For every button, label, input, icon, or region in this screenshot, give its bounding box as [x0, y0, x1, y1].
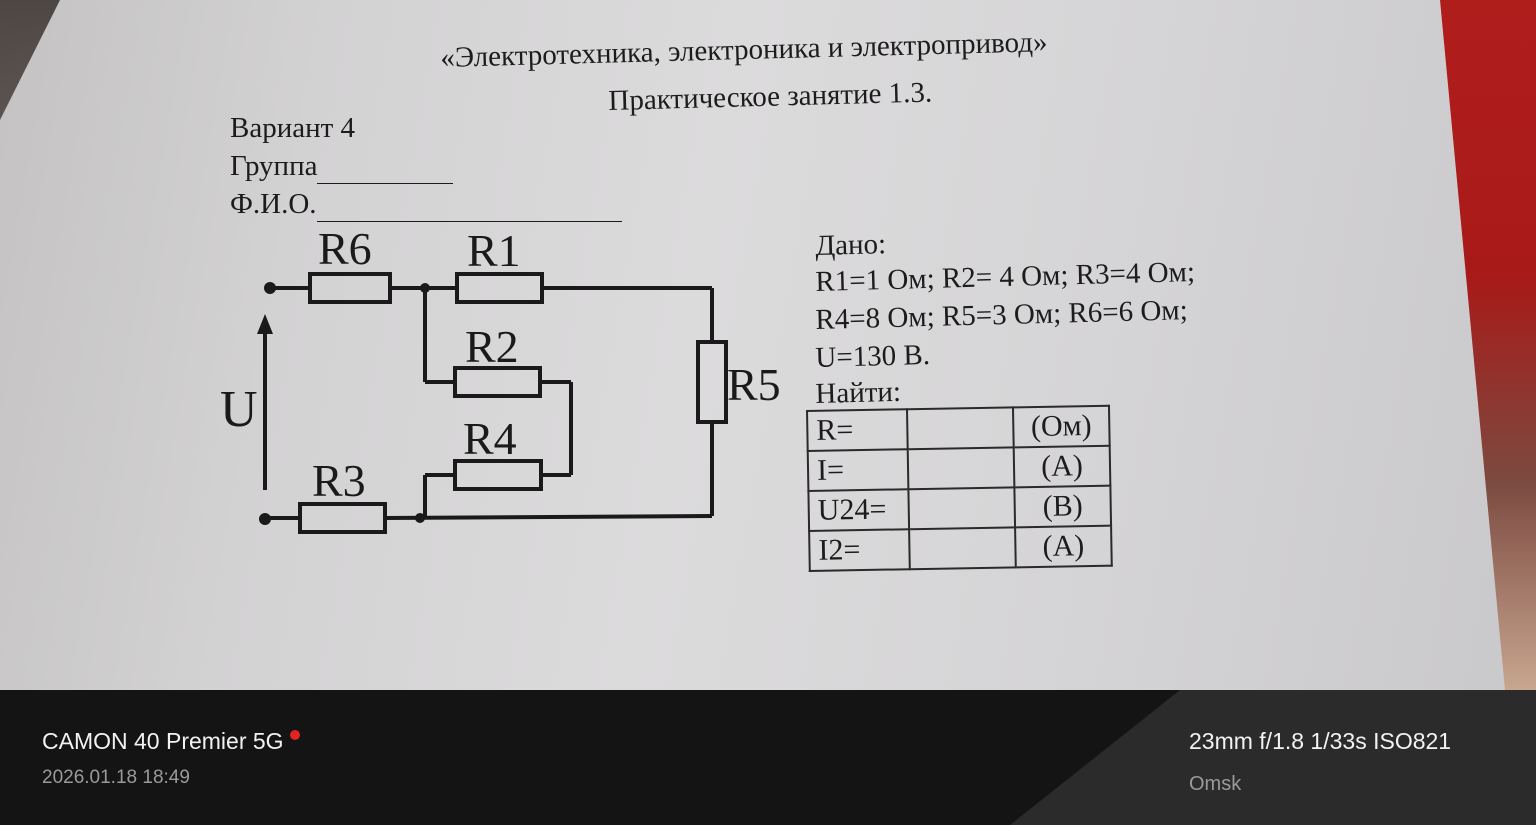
camera-info-bar: CAMON 40 Premier 5G 2026.01.18 18:49 23m…: [0, 690, 1536, 825]
exif-settings: 23mm f/1.8 1/33s ISO821: [1189, 728, 1452, 754]
table-row: I= (А): [807, 445, 1111, 491]
circuit-diagram: R6 R1 R2 R4 R3 R5 U: [220, 223, 781, 534]
terminal-bottom: [259, 513, 271, 525]
capture-datetime: 2026.01.18 18:49: [42, 767, 190, 788]
info-bar-accent: [1010, 690, 1536, 825]
label-r3: R3: [312, 455, 366, 506]
answer-cell[interactable]: [907, 407, 1014, 450]
name-label: Ф.И.О.: [230, 188, 317, 220]
wire-bottom-right: [384, 514, 713, 520]
label-r4: R4: [463, 413, 517, 464]
name-blank-line: [316, 188, 622, 222]
answer-cell[interactable]: [909, 527, 1016, 570]
paper-sheet: [0, 0, 1505, 690]
node-top: [420, 283, 430, 293]
quantity-cell: I2=: [809, 529, 910, 571]
terminal-top: [264, 282, 276, 294]
quantity-cell: R=: [807, 409, 908, 451]
group-field: Группа: [230, 150, 454, 184]
camera-model: CAMON 40 Premier 5G: [42, 728, 300, 755]
quantity-cell: U24=: [808, 489, 910, 531]
label-r5: R5: [727, 359, 781, 410]
capture-location: Omsk: [1189, 773, 1242, 795]
quantity-cell: I=: [807, 449, 909, 491]
table-row: I2= (А): [809, 525, 1112, 571]
resistor-r4: [453, 459, 543, 491]
find-table: R= (Ом) I= (А) U24= (В) I2= (А): [806, 405, 1113, 572]
unit-cell: (В): [1014, 485, 1112, 528]
label-r2: R2: [465, 321, 519, 372]
answer-cell[interactable]: [907, 447, 1015, 490]
resistor-r2: [453, 366, 542, 398]
label-r1: R1: [467, 225, 521, 276]
node-bottom: [415, 513, 425, 523]
unit-cell: (Ом): [1012, 405, 1110, 448]
camera-model-text: CAMON 40 Premier 5G: [42, 728, 284, 754]
resistor-r6: [308, 272, 392, 304]
label-r6: R6: [318, 223, 372, 274]
resistor-r5: [696, 340, 728, 424]
red-dot-icon: [289, 730, 300, 740]
group-blank-line: [317, 150, 454, 184]
variant-label: Вариант 4: [230, 112, 356, 144]
unit-cell: (А): [1013, 445, 1111, 488]
resistor-r1: [455, 272, 544, 304]
answer-cell[interactable]: [908, 487, 1016, 530]
group-label: Группа: [230, 150, 318, 182]
table-row: U24= (В): [808, 485, 1112, 531]
unit-cell: (А): [1015, 525, 1112, 568]
find-heading: Найти:: [815, 375, 902, 410]
label-voltage: U: [220, 381, 258, 438]
name-field: Ф.И.О.: [230, 188, 622, 222]
given-line-3: U=130 В.: [815, 338, 931, 374]
voltage-arrow-head: [257, 314, 273, 334]
table-row: R= (Ом): [807, 405, 1110, 451]
resistor-r3: [298, 502, 387, 534]
given-heading: Дано:: [815, 228, 887, 262]
